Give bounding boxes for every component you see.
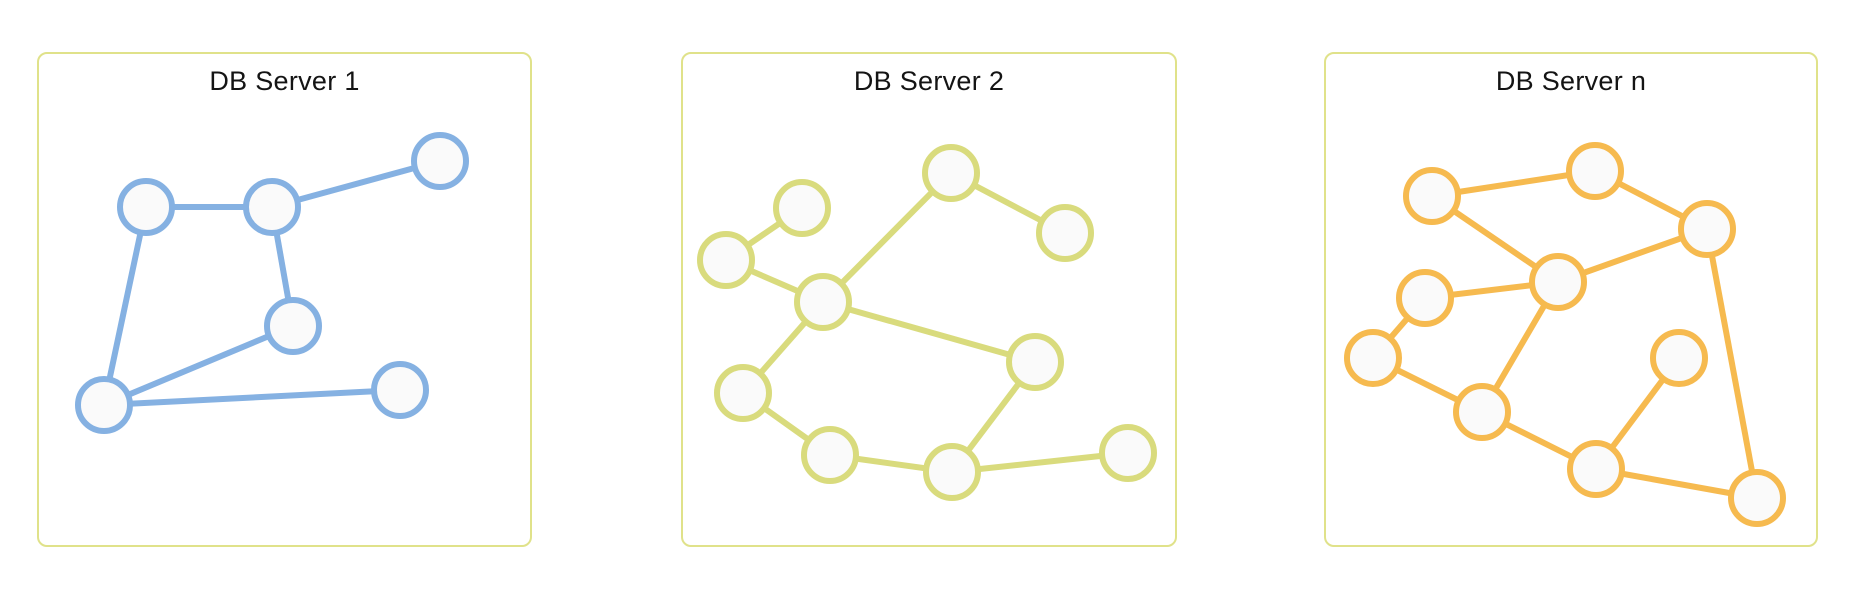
panel-db-server-n: DB Server n: [1324, 52, 1818, 547]
panel-title: DB Server n: [1495, 66, 1647, 96]
panel-title: DB Server 2: [853, 66, 1005, 96]
panel-title: DB Server 1: [209, 66, 360, 96]
panel-db-server-2: DB Server 2: [681, 52, 1177, 547]
panel-db-server-1: DB Server 1: [37, 52, 532, 547]
